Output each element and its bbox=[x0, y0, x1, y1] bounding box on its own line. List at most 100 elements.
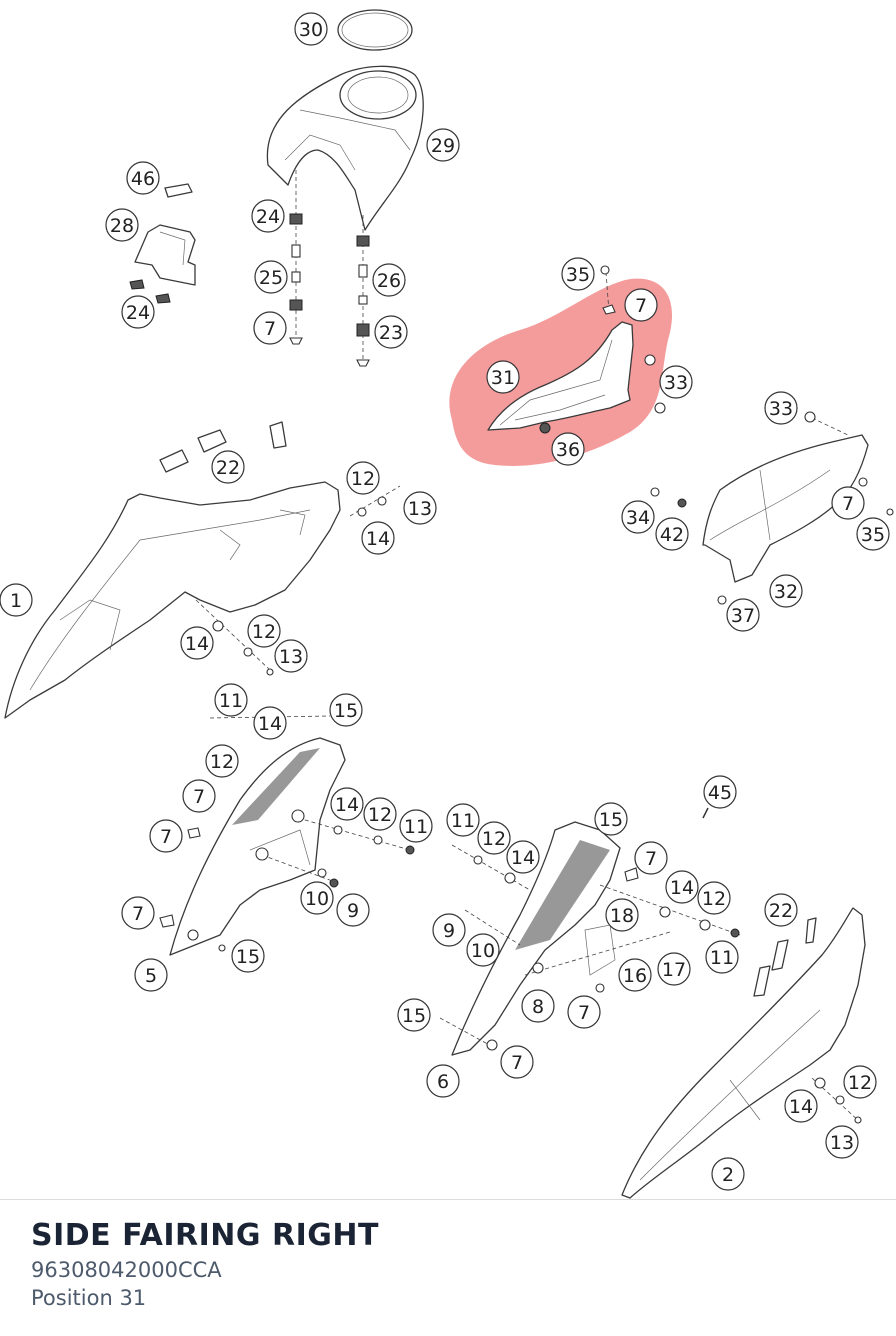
callout-13[interactable]: 13 bbox=[403, 491, 437, 525]
part-22-pad-c[interactable] bbox=[269, 421, 287, 449]
callout-14[interactable]: 14 bbox=[784, 1089, 818, 1123]
callout-10[interactable]: 10 bbox=[466, 933, 500, 967]
callout-24[interactable]: 24 bbox=[251, 199, 285, 233]
callout-35[interactable]: 35 bbox=[561, 257, 595, 291]
callout-14[interactable]: 14 bbox=[180, 626, 214, 660]
callout-label: 11 bbox=[710, 947, 734, 969]
callout-8[interactable]: 8 bbox=[521, 989, 555, 1023]
part-45[interactable] bbox=[702, 807, 709, 819]
callout-label: 23 bbox=[379, 322, 403, 344]
callout-26[interactable]: 26 bbox=[372, 263, 406, 297]
part-28[interactable] bbox=[134, 224, 196, 286]
callout-37[interactable]: 37 bbox=[726, 598, 760, 632]
callout-13[interactable]: 13 bbox=[274, 639, 308, 673]
callout-33[interactable]: 33 bbox=[764, 391, 798, 425]
callout-17[interactable]: 17 bbox=[657, 952, 691, 986]
callout-12[interactable]: 12 bbox=[843, 1065, 877, 1099]
callout-7[interactable]: 7 bbox=[149, 819, 183, 853]
callout-15[interactable]: 15 bbox=[397, 998, 431, 1032]
callout-7[interactable]: 7 bbox=[182, 779, 216, 813]
callout-label: 14 bbox=[789, 1096, 813, 1118]
hardware-stack-left[interactable] bbox=[289, 170, 303, 345]
callout-36[interactable]: 36 bbox=[551, 432, 585, 466]
part-24-left-a[interactable] bbox=[129, 279, 145, 290]
callout-46[interactable]: 46 bbox=[126, 161, 160, 195]
callout-14[interactable]: 14 bbox=[361, 521, 395, 555]
part-24-left-b[interactable] bbox=[155, 293, 171, 304]
part-22-pad-a[interactable] bbox=[159, 449, 189, 473]
callout-12[interactable]: 12 bbox=[205, 744, 239, 778]
callout-14[interactable]: 14 bbox=[330, 787, 364, 821]
callout-1[interactable]: 1 bbox=[0, 583, 33, 617]
callout-31[interactable]: 31 bbox=[486, 360, 520, 394]
callout-7[interactable]: 7 bbox=[634, 841, 668, 875]
callout-18[interactable]: 18 bbox=[605, 898, 639, 932]
callout-45[interactable]: 45 bbox=[703, 775, 737, 809]
part-22-pad-b[interactable] bbox=[197, 429, 227, 453]
callout-7[interactable]: 7 bbox=[831, 486, 865, 520]
callout-7[interactable]: 7 bbox=[500, 1045, 534, 1079]
callout-12[interactable]: 12 bbox=[697, 881, 731, 915]
callout-29[interactable]: 29 bbox=[426, 128, 460, 162]
part-6-lower-panel-right[interactable] bbox=[439, 821, 741, 1056]
callout-10[interactable]: 10 bbox=[300, 881, 334, 915]
part-5-lower-panel-left[interactable] bbox=[159, 715, 415, 956]
hardware-stack-right[interactable] bbox=[356, 215, 370, 367]
callout-30[interactable]: 30 bbox=[294, 12, 328, 46]
part-22-pad-e[interactable] bbox=[771, 939, 789, 971]
callout-22[interactable]: 22 bbox=[764, 893, 798, 927]
callout-15[interactable]: 15 bbox=[329, 693, 363, 727]
callout-11[interactable]: 11 bbox=[705, 940, 739, 974]
callout-label: 7 bbox=[264, 318, 276, 340]
callout-28[interactable]: 28 bbox=[105, 208, 139, 242]
callout-12[interactable]: 12 bbox=[477, 821, 511, 855]
callout-25[interactable]: 25 bbox=[254, 260, 288, 294]
exploded-parts-diagram: 3029462824242526723357313336332212131413… bbox=[0, 9, 894, 1199]
callout-7[interactable]: 7 bbox=[121, 896, 155, 930]
callout-label: 25 bbox=[259, 267, 283, 289]
callout-33[interactable]: 33 bbox=[659, 365, 693, 399]
callout-32[interactable]: 32 bbox=[769, 574, 803, 608]
part-1-front-fairing[interactable] bbox=[4, 481, 401, 719]
part-2-side-cover[interactable] bbox=[621, 907, 866, 1199]
part-46[interactable] bbox=[164, 183, 193, 198]
callout-6[interactable]: 6 bbox=[426, 1064, 460, 1098]
callout-label: 12 bbox=[482, 828, 506, 850]
callout-7[interactable]: 7 bbox=[567, 995, 601, 1029]
part-29-tank-cover[interactable] bbox=[266, 65, 424, 231]
callout-42[interactable]: 42 bbox=[655, 517, 689, 551]
callout-12[interactable]: 12 bbox=[346, 461, 380, 495]
callout-34[interactable]: 34 bbox=[621, 500, 655, 534]
callout-11[interactable]: 11 bbox=[399, 809, 433, 843]
part-22-pad-f[interactable] bbox=[753, 965, 771, 997]
callout-24[interactable]: 24 bbox=[121, 295, 155, 329]
callout-16[interactable]: 16 bbox=[618, 958, 652, 992]
callout-14[interactable]: 14 bbox=[506, 840, 540, 874]
callout-14[interactable]: 14 bbox=[253, 706, 287, 740]
part-31-side-fairing-right[interactable] bbox=[487, 265, 666, 434]
part-30-ring[interactable] bbox=[337, 9, 413, 51]
callout-11[interactable]: 11 bbox=[446, 803, 480, 837]
callout-5[interactable]: 5 bbox=[134, 958, 168, 992]
callout-label: 28 bbox=[110, 215, 134, 237]
callout-12[interactable]: 12 bbox=[363, 797, 397, 831]
part-position: Position 31 bbox=[31, 1286, 147, 1310]
callout-label: 32 bbox=[774, 581, 798, 603]
callout-15[interactable]: 15 bbox=[594, 802, 628, 836]
part-22-pad-d[interactable] bbox=[805, 917, 817, 944]
callout-35[interactable]: 35 bbox=[856, 517, 890, 551]
callout-11[interactable]: 11 bbox=[214, 683, 248, 717]
part-32[interactable] bbox=[650, 411, 894, 605]
callout-2[interactable]: 2 bbox=[711, 1157, 745, 1191]
callout-9[interactable]: 9 bbox=[432, 913, 466, 947]
callout-7[interactable]: 7 bbox=[624, 288, 658, 322]
callout-22[interactable]: 22 bbox=[211, 450, 245, 484]
callout-7[interactable]: 7 bbox=[253, 311, 287, 345]
callout-13[interactable]: 13 bbox=[825, 1125, 859, 1159]
callout-label: 10 bbox=[471, 940, 495, 962]
callout-12[interactable]: 12 bbox=[247, 614, 281, 648]
callout-14[interactable]: 14 bbox=[665, 870, 699, 904]
callout-15[interactable]: 15 bbox=[231, 939, 265, 973]
callout-9[interactable]: 9 bbox=[336, 893, 370, 927]
callout-23[interactable]: 23 bbox=[374, 315, 408, 349]
